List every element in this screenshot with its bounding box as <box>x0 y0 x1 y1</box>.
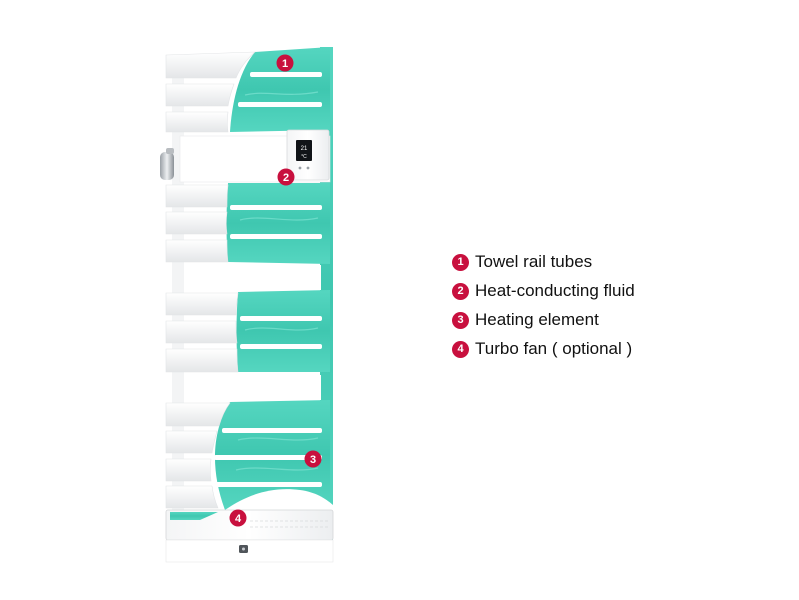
turbo-fan-housing <box>165 509 334 541</box>
legend-item-heating-element: 3 Heating element <box>452 308 635 332</box>
thermostat-screen <box>296 140 312 161</box>
legend-number-badge: 3 <box>452 311 469 329</box>
legend-label: Heat-conducting fluid <box>475 281 635 300</box>
legend-item-turbo-fan: 4 Turbo fan ( optional ) <box>452 337 635 361</box>
callout-marker-2: 2 <box>277 168 295 186</box>
callout-marker-4: 4 <box>229 509 247 527</box>
rail-tubes-4 <box>212 428 322 487</box>
callout-marker-1: 1 <box>276 54 294 72</box>
rail-tubes-2 <box>230 205 322 239</box>
gap-band-3 <box>184 375 321 400</box>
towel-hook <box>160 148 174 180</box>
thermostat-display-line2: °C <box>301 154 307 160</box>
svg-text:4: 4 <box>235 513 242 525</box>
legend-number-badge: 1 <box>452 253 469 271</box>
legend-label: Turbo fan ( optional ) <box>475 339 633 358</box>
legend-label: Towel rail tubes <box>475 252 593 271</box>
legend-number-badge: 2 <box>452 282 469 300</box>
legend-item-towel-rail-tubes: 1 Towel rail tubes <box>452 250 635 274</box>
svg-text:2: 2 <box>283 172 289 184</box>
thermostat-button[interactable] <box>306 166 310 170</box>
legend: 1 Towel rail tubes 2 Heat-conducting flu… <box>452 250 635 361</box>
rail-group-2 <box>165 184 229 263</box>
rail-tubes-1 <box>238 72 322 107</box>
heating-element <box>225 489 333 512</box>
radiator-base <box>165 539 334 563</box>
svg-text:3: 3 <box>310 454 316 466</box>
power-button-center <box>242 547 245 551</box>
legend-number-badge: 4 <box>452 340 469 358</box>
rail-group-1 <box>165 51 256 133</box>
rail-group-3 <box>165 292 239 373</box>
thermostat-button[interactable] <box>298 166 302 170</box>
callout-marker-3: 3 <box>304 450 322 468</box>
rail-tubes-3 <box>240 316 322 349</box>
svg-text:1: 1 <box>282 58 288 70</box>
gap-band-2 <box>184 265 321 290</box>
legend-item-heat-conducting-fluid: 2 Heat-conducting fluid <box>452 279 635 303</box>
fluid-ripples <box>235 91 319 471</box>
thermostat-display-line1: 21 <box>301 146 308 152</box>
rail-group-4 <box>165 402 231 509</box>
legend-label: Heating element <box>475 310 599 329</box>
